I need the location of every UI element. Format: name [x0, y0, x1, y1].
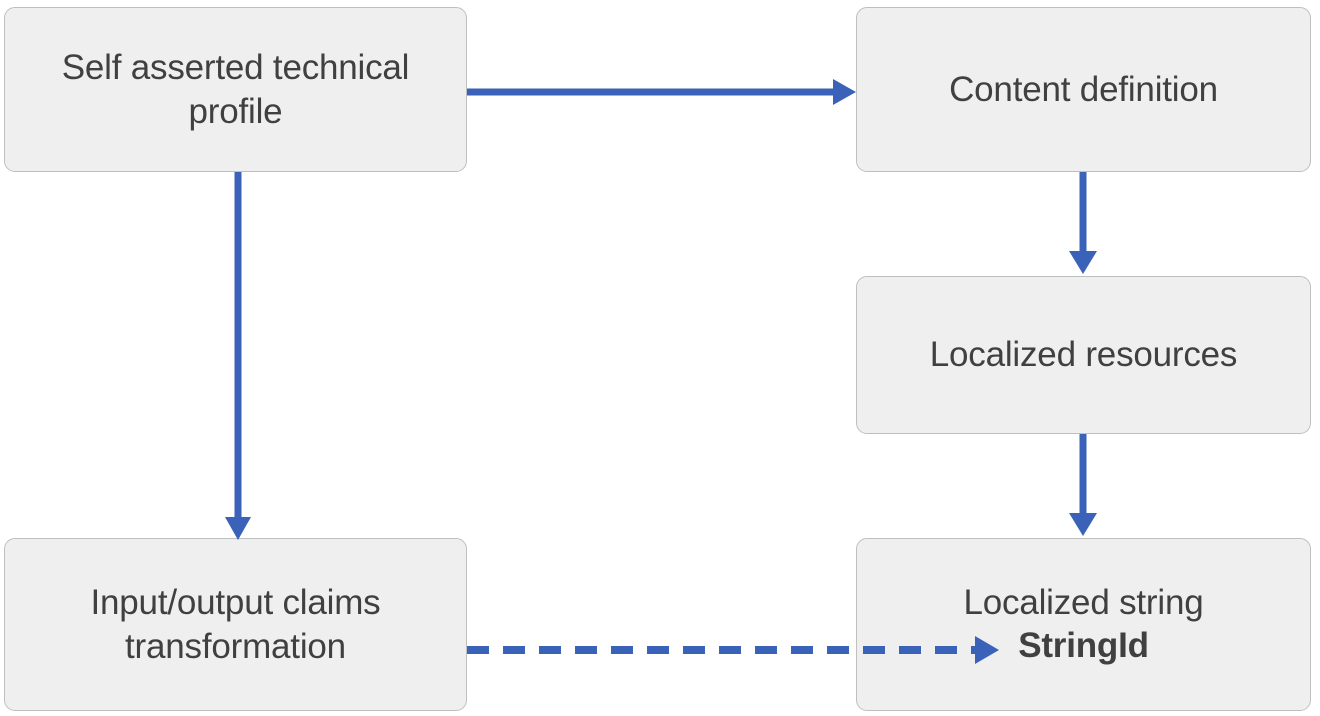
connector-self-asserted-to-claims-transformation [225, 172, 251, 540]
node-label: Localized string [963, 582, 1204, 622]
node-label-stringid: StringId [1018, 625, 1149, 665]
node-label: Input/output claims transformation [90, 583, 381, 666]
arrowhead-icon [1069, 513, 1097, 536]
arrowhead-icon [1069, 251, 1097, 274]
node-localized-string[interactable]: Localized string StringId [856, 538, 1311, 711]
node-content-definition[interactable]: Content definition [856, 7, 1311, 172]
node-localized-resources[interactable]: Localized resources [856, 276, 1311, 434]
connector-content-definition-to-localized-resources [1069, 172, 1097, 274]
connector-self-asserted-to-content-definition [467, 79, 856, 105]
node-label: Self asserted technical profile [61, 48, 410, 131]
connector-localized-resources-to-localized-string [1069, 434, 1097, 536]
node-label: Localized resources [929, 335, 1238, 375]
node-self-asserted-technical-profile[interactable]: Self asserted technical profile [4, 7, 467, 172]
node-label-stack: Localized string StringId [964, 582, 1204, 667]
node-label: Content definition [949, 69, 1218, 109]
arrowhead-icon [225, 517, 251, 540]
arrowhead-icon [833, 79, 856, 105]
node-input-output-claims-transformation[interactable]: Input/output claims transformation [4, 538, 467, 711]
